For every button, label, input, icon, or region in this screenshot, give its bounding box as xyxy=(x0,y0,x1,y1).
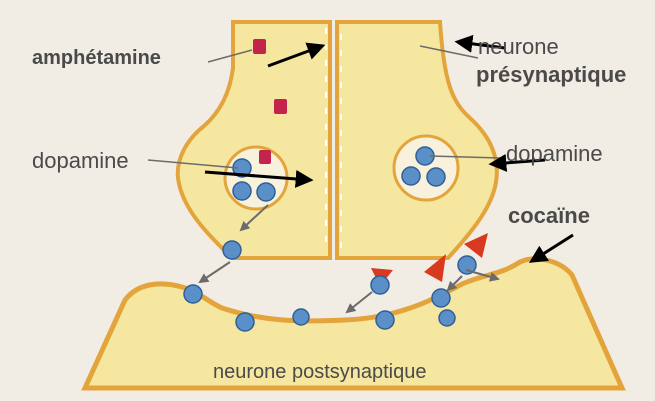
cocaine-label: cocaïne xyxy=(508,205,590,227)
presynaptic-neuron-left xyxy=(178,22,330,258)
vesicle-right xyxy=(394,136,458,200)
dopamine-left-label: dopamine xyxy=(32,150,129,172)
neurone-presynaptique-label-line2: présynaptique xyxy=(476,64,626,86)
neurone-postsynaptique-label: neurone postsynaptique xyxy=(213,362,427,382)
neurone-presynaptique-label-line1: neurone xyxy=(478,36,559,58)
dopamine-right-label: dopamine xyxy=(506,143,603,165)
amphetamine-label: amphétamine xyxy=(32,48,161,68)
